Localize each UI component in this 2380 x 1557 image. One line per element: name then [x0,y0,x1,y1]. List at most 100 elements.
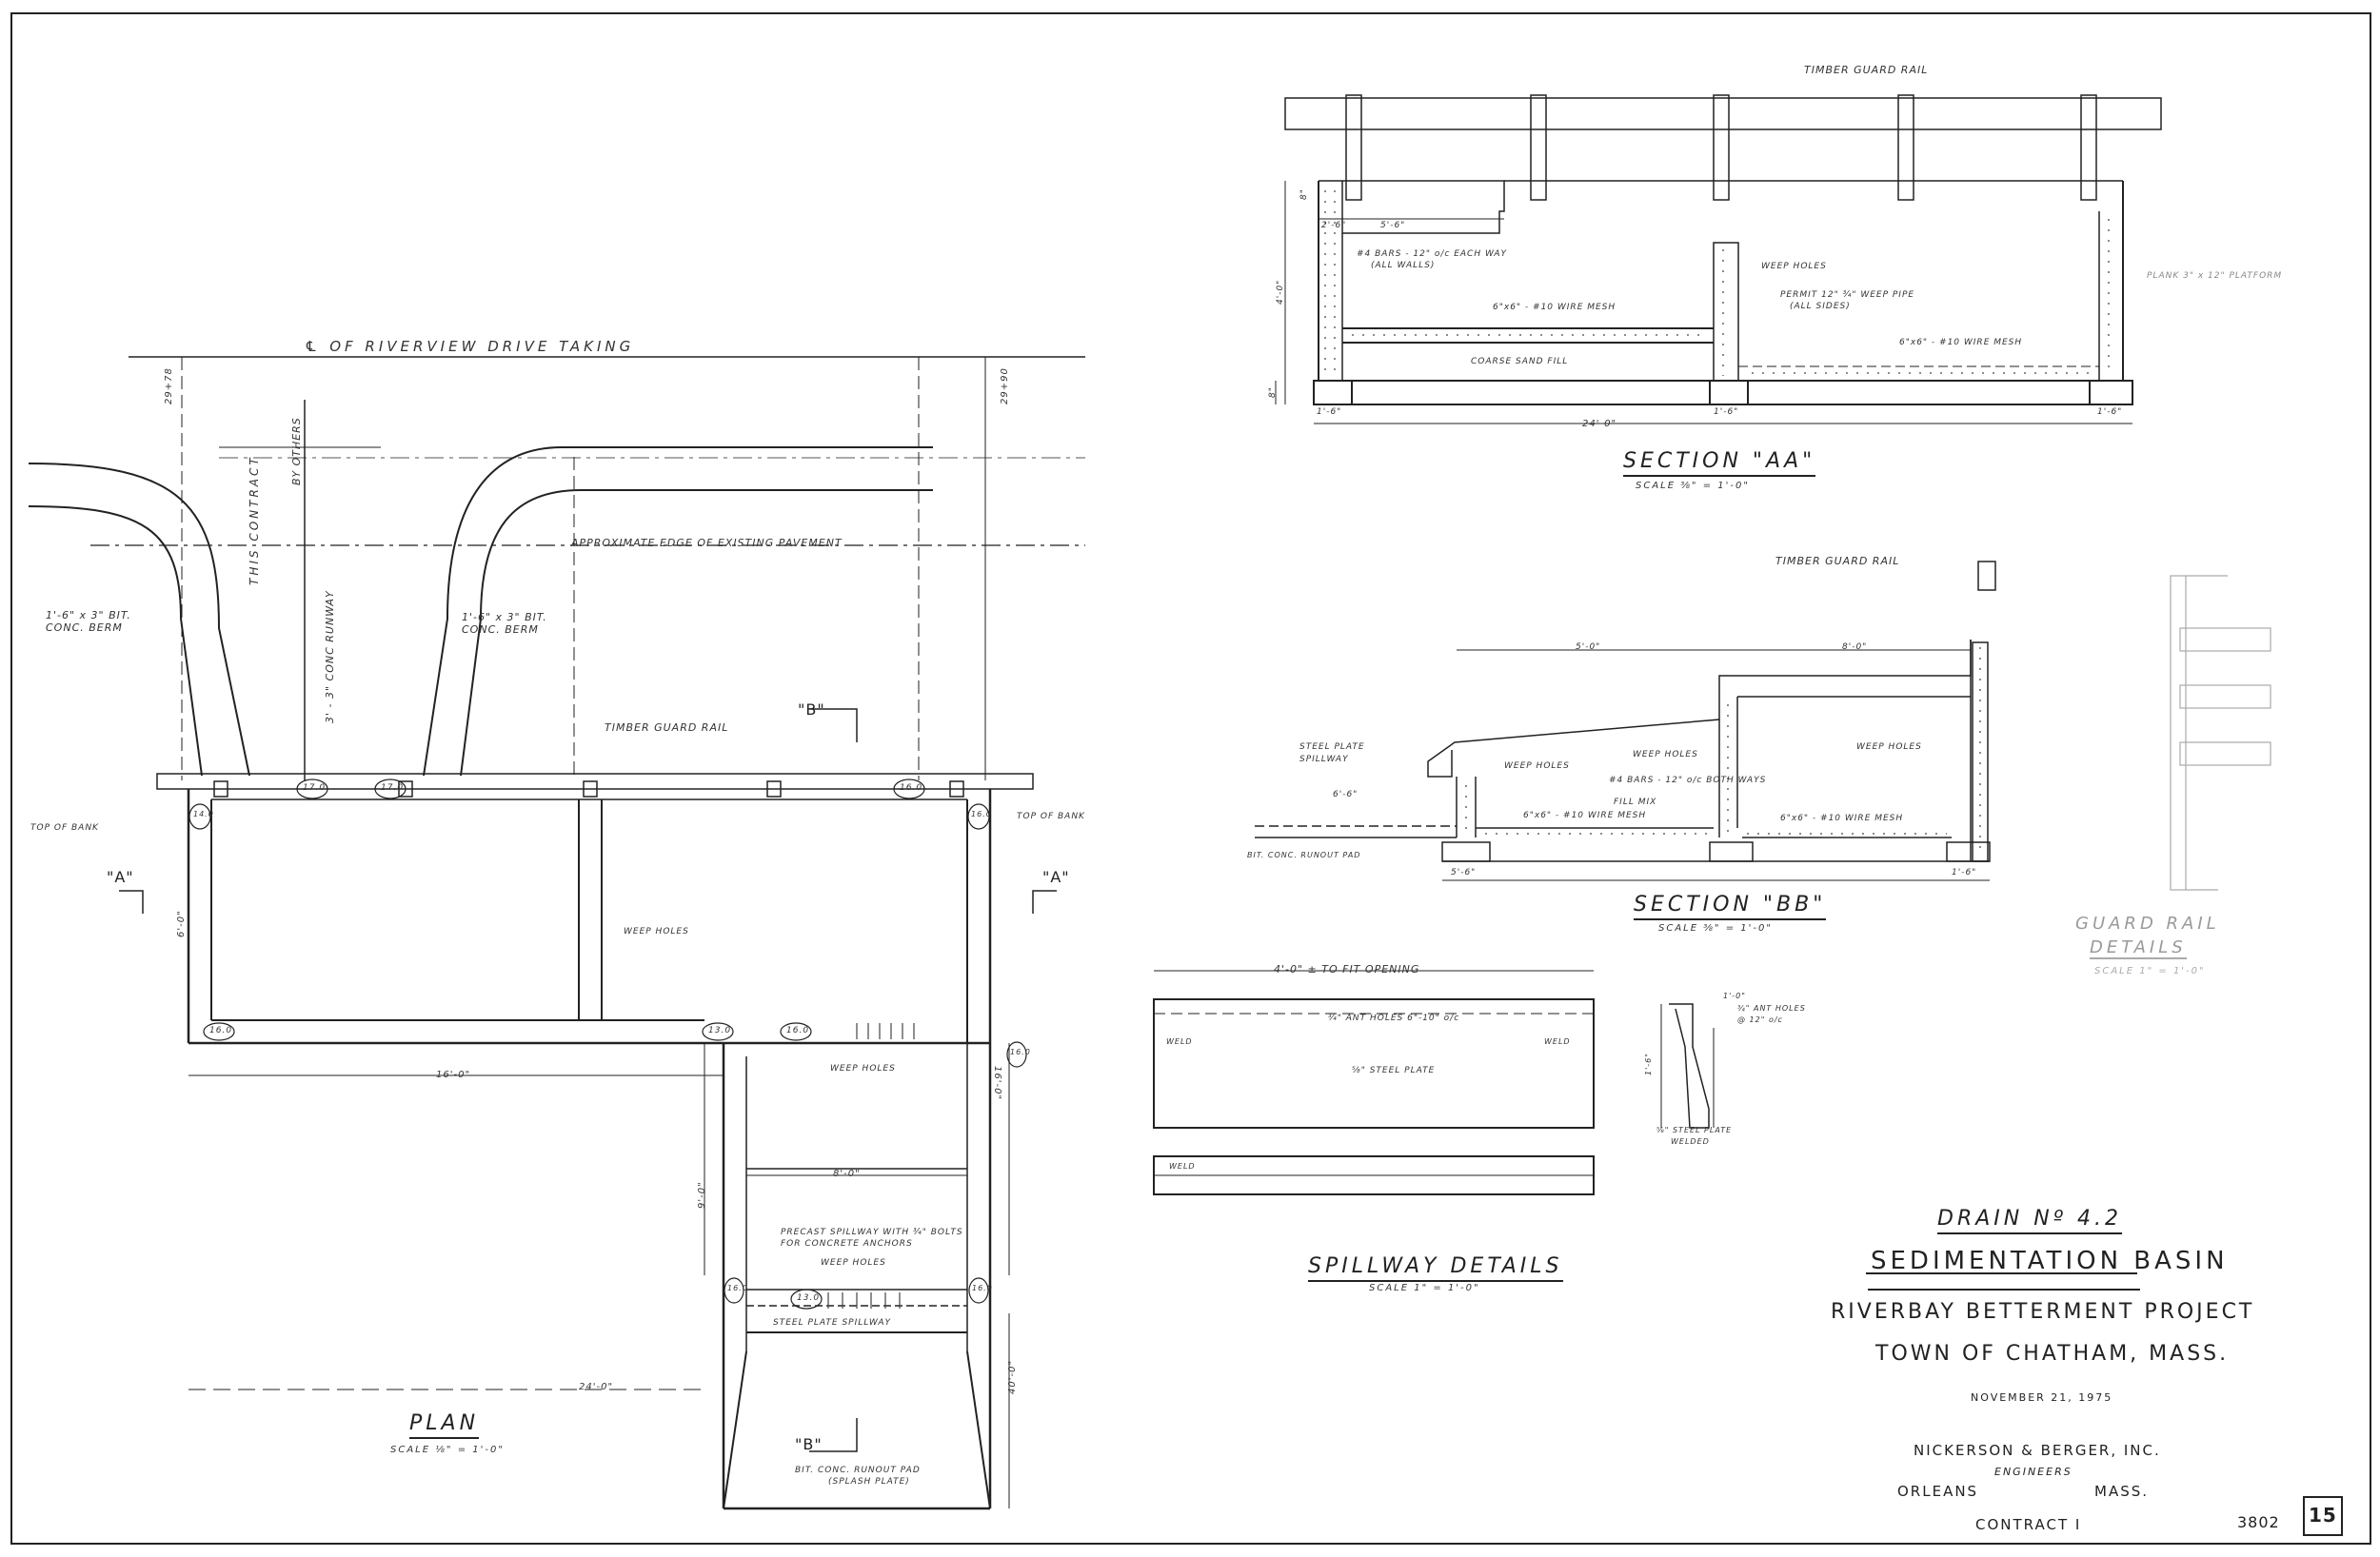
elev-5: 16.0 [971,810,992,818]
right-berm-inner [423,446,933,777]
conc-runway-label: 3' - 3" CONC RUNWAY [324,590,336,723]
spillway-side-plate-1: ⅝" STEEL PLATE [1656,1126,1733,1134]
aa-weep-note: WEEP HOLES [1761,262,1827,271]
elev-6: 16.0 [209,1026,233,1035]
top-of-bank-left: TOP OF BANK [30,823,99,833]
section-b-marker-top: "B" [798,700,825,719]
plan-dim-16: 16'-0" [436,1070,471,1080]
plan-dim-16v: 16'-0" [992,1066,1002,1101]
right-berm-outer [460,489,933,777]
guard-rail-details-scale: SCALE 1" = 1'-0" [2094,966,2206,976]
contract-number: CONTRACT I [1975,1516,2082,1533]
spillway-side-dim-2: 1'-6" [1644,1053,1653,1075]
plan-guard-rail-label: TIMBER GUARD RAIL [605,721,729,734]
plan-dim-9: 9'-0" [697,1181,707,1209]
runout-note-2: (SPLASH PLATE) [828,1477,910,1487]
plan-dim-24: 24'-0" [579,1382,614,1392]
drawing-date: NOVEMBER 21, 1975 [1971,1391,2113,1404]
station-1: 29+78 [164,367,174,404]
precast-note-2: FOR CONCRETE ANCHORS [781,1239,913,1249]
town-name: TOWN OF CHATHAM, MASS. [1875,1342,2230,1366]
section-aa-caption: SECTION "AA" [1623,449,1816,477]
plan-caption: PLAN [409,1411,480,1439]
elev-12: 16.0 [972,1284,993,1292]
spillway-caption: SPILLWAY DETAILS [1308,1254,1563,1282]
spillway-weld-bottom: WELD [1169,1162,1196,1171]
guard-rail-details-caption-2: DETAILS [2090,937,2187,959]
firm-role: ENGINEERS [1994,1466,2073,1478]
bb-dim-e: 1'-6" [1952,868,1977,877]
runout-note-1: BIT. CONC. RUNOUT PAD [795,1466,921,1475]
aa-pipe-note: PERMIT 12" ¾" WEEP PIPE [1780,290,1915,300]
bb-guard-rail-label: TIMBER GUARD RAIL [1775,555,1900,567]
aa-pipe-note-2: (ALL SIDES) [1790,302,1851,311]
aa-guard-rail [1284,97,2162,130]
station-2: 29+90 [1000,367,1010,404]
spillway-weld-left: WELD [1166,1037,1193,1046]
section-a-marker-left: "A" [107,868,134,886]
weep-holes-label-2: WEEP HOLES [830,1064,896,1074]
bb-dim-c: 6'-6" [1333,790,1359,799]
pavement-edge-label: APPROXIMATE EDGE OF EXISTING PAVEMENT [571,537,843,549]
drain-number: DRAIN Nº 4.2 [1937,1207,2123,1234]
left-berm-label: 1'-6" x 3" BIT. CONC. BERM [46,609,131,634]
firm-state: MASS. [2094,1483,2150,1500]
aa-bars-note-2: (ALL WALLS) [1371,261,1436,270]
bb-steel-plate-2: SPILLWAY [1299,755,1349,764]
bb-dim-b: 8'-0" [1842,642,1868,652]
bb-runout-label: BIT. CONC. RUNOUT PAD [1247,851,1361,859]
firm-name: NICKERSON & BERGER, INC. [1914,1442,2161,1459]
bb-dim-d: 5'-6" [1451,868,1477,877]
aa-dim-c: 1'-6" [2097,407,2123,417]
plan-dim-8: 8'-0" [833,1169,861,1179]
plan-dim-40: 40'-0" [1007,1359,1018,1394]
aa-bars-note: #4 BARS - 12" o/c EACH WAY [1357,249,1508,259]
plan-scale: SCALE ⅛" = 1'-0" [390,1445,505,1455]
spillway-side-holes-2: @ 12" o/c [1737,1015,1783,1024]
elev-8: 16.0 [786,1026,810,1035]
aa-right-note: PLANK 3" x 12" PLATFORM [2147,271,2283,281]
bb-mesh-note: 6"x6" - #10 WIRE MESH [1523,811,1647,820]
firm-city: ORLEANS [1897,1483,1979,1500]
bb-weep-3: WEEP HOLES [1856,742,1922,752]
bb-dim-a: 5'-0" [1576,642,1601,652]
this-contract-label: THIS CONTRACT [248,455,261,585]
bb-mesh-note-2: 6"x6" - #10 WIRE MESH [1780,814,1904,823]
spillway-holes-note: ¾" ANT HOLES 6"-10" o/c [1328,1014,1460,1023]
aa-dim-h2: 8" [1268,386,1278,398]
sheet-stamp: 15 [2309,1504,2337,1527]
aa-mesh-right-note: 6"x6" - #10 WIRE MESH [1899,338,2023,347]
spillway-scale: SCALE 1" = 1'-0" [1369,1283,1480,1293]
spillway-side-plate-2: WELDED [1671,1137,1710,1146]
aa-dim-a: 1'-6" [1317,407,1342,417]
spillway-plate-plan [1153,998,1595,1129]
guard-rail-details-caption: GUARD RAIL [2075,914,2220,934]
project-name: RIVERBAY BETTERMENT PROJECT [1831,1300,2255,1324]
sheet-border [10,12,2371,1545]
bb-fill-note: FILL MIX [1614,798,1657,807]
bb-steel-plate-1: STEEL PLATE [1299,742,1365,752]
aa-dim-b: 1'-6" [1714,407,1739,417]
elev-10: 13.0 [797,1293,821,1303]
section-aa-scale: SCALE ⅜" = 1'-0" [1636,481,1750,491]
sheet-number: 3802 [2237,1513,2280,1531]
by-others-label: BY OTHERS [290,417,303,485]
left-berm-inner [28,505,203,777]
section-a-marker-right: "A" [1042,868,1070,886]
aa-dim-total: 24'-0" [1582,419,1617,429]
right-berm-label: 1'-6" x 3" BIT. CONC. BERM [462,611,547,636]
aa-dim-d: 5'-6" [1380,221,1406,230]
steel-plate-spillway-label: STEEL PLATE SPILLWAY [773,1318,892,1328]
spillway-side-holes-1: ¾" ANT HOLES [1737,1004,1806,1013]
section-b-marker-bottom: "B" [795,1435,823,1453]
bb-weep-2: WEEP HOLES [1633,750,1698,759]
elev-4: 16.0 [900,783,923,793]
bb-weep-1: WEEP HOLES [1504,761,1570,771]
aa-guard-rail-label: TIMBER GUARD RAIL [1804,64,1929,76]
section-bb-caption: SECTION "BB" [1634,893,1827,920]
elev-3: 17.0 [381,783,405,793]
precast-note-1: PRECAST SPILLWAY WITH ¾" BOLTS [781,1228,963,1237]
top-of-bank-right: TOP OF BANK [1017,812,1085,821]
spillway-plate-note: ⅝" STEEL PLATE [1352,1066,1436,1075]
elev-11: 16.0 [727,1284,748,1292]
